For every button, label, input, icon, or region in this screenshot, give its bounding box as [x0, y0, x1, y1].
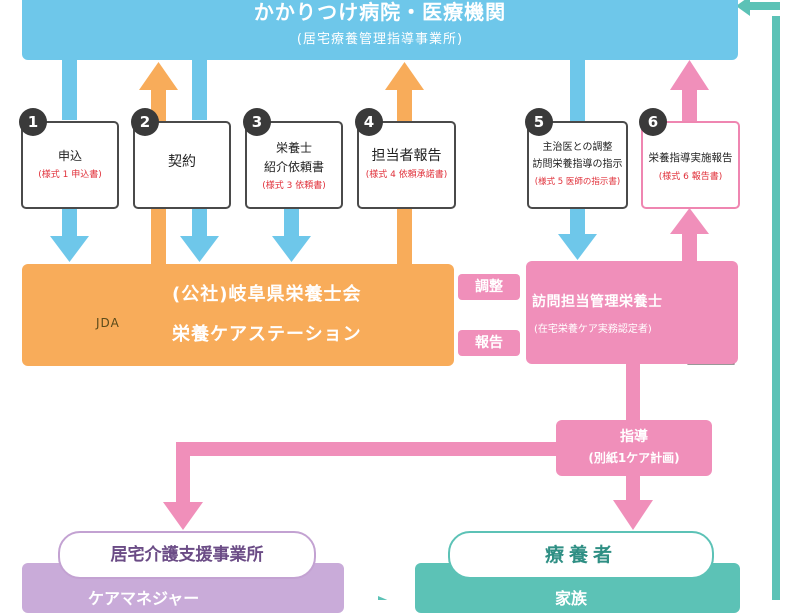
step-5-title-line1: 主治医との調整	[542, 142, 613, 153]
hospital-box: かかりつけ病院・医療機関 (居宅療養管理指導事業所)	[22, 0, 738, 60]
guidance-box: 指導 (別紙1ケア計画)	[556, 420, 712, 476]
guidance-title: 指導	[620, 429, 648, 445]
guidance-connector	[163, 364, 653, 530]
step-5-sub: (様式 5 医師の指示書)	[534, 177, 621, 187]
visit-dietitian-subtitle: (在宅栄養ケア実務認定者)	[534, 324, 652, 335]
step-1-title: 申込	[57, 149, 82, 163]
adjust-label: 調整	[458, 274, 520, 300]
small-arrow-care-to-patient	[378, 596, 388, 600]
guidance-subtitle: (別紙1ケア計画)	[588, 451, 680, 465]
step-3-title-line2: 紹介依頼書	[263, 160, 324, 174]
patient-label: 療養者	[448, 531, 714, 579]
arrow-down-3	[272, 208, 311, 262]
arrow-up-4	[385, 62, 424, 264]
step-1-number: 1	[19, 108, 47, 136]
association-station: 栄養ケアステーション	[172, 324, 362, 345]
step-3-box: 栄養士 紹介依頼書 (様式 3 依頼書)	[245, 121, 343, 209]
hospital-title: かかりつけ病院・医療機関	[253, 0, 507, 24]
step-1-sub: (様式 1 申込書)	[38, 170, 102, 180]
step-2-number: 2	[131, 108, 159, 136]
step-2-title: 契約	[168, 154, 196, 170]
step-3-sub: (様式 3 依頼書)	[262, 181, 326, 191]
step-6-sub: (様式 6 報告書)	[658, 172, 723, 182]
arrow-down-5	[558, 60, 597, 260]
step-5-number: 5	[525, 108, 553, 136]
visit-dietitian-box: 訪問担当管理栄養士 (在宅栄養ケア実務認定者)	[526, 261, 738, 364]
step-6-box: 栄養指導実施報告 (様式 6 報告書)	[641, 121, 740, 209]
step-3-title-line1: 栄養士	[275, 141, 312, 155]
association-box: (公社)岐阜県栄養士会 栄養ケアステーション JDA	[22, 264, 454, 366]
step-4-box: 担当者報告 (様式 4 依頼承諾書)	[357, 121, 456, 209]
step-5-box: 主治医との調整 訪問栄養指導の指示 (様式 5 医師の指示書)	[527, 121, 628, 209]
step-5-title-line2: 訪問栄養指導の指示	[532, 159, 623, 170]
arrow-up-6	[670, 60, 709, 262]
association-name: (公社)岐阜県栄養士会	[172, 284, 362, 305]
step-1-box: 申込 (様式 1 申込書)	[21, 121, 119, 209]
care-manager-text: ケアマネジャー	[88, 589, 200, 608]
step-2-box: 契約	[133, 121, 231, 209]
visit-dietitian-title: 訪問担当管理栄養士	[532, 294, 663, 310]
hospital-subtitle: (居宅療養管理指導事業所)	[296, 32, 464, 47]
arrow-down-2b	[180, 60, 219, 262]
report-label: 報告	[458, 330, 520, 356]
step-4-title: 担当者報告	[371, 148, 442, 164]
family-text: 家族	[555, 589, 588, 608]
jda-logo-text: JDA	[96, 316, 120, 330]
step-3-number: 3	[243, 108, 271, 136]
arrow-down-1	[50, 60, 89, 262]
return-arrow	[736, 0, 780, 600]
step-6-title: 栄養指導実施報告	[648, 152, 733, 164]
step-4-sub: (様式 4 依頼承諾書)	[365, 170, 448, 180]
step-6-number: 6	[639, 108, 667, 136]
care-office-label: 居宅介護支援事業所	[58, 531, 316, 579]
step-4-number: 4	[355, 108, 383, 136]
